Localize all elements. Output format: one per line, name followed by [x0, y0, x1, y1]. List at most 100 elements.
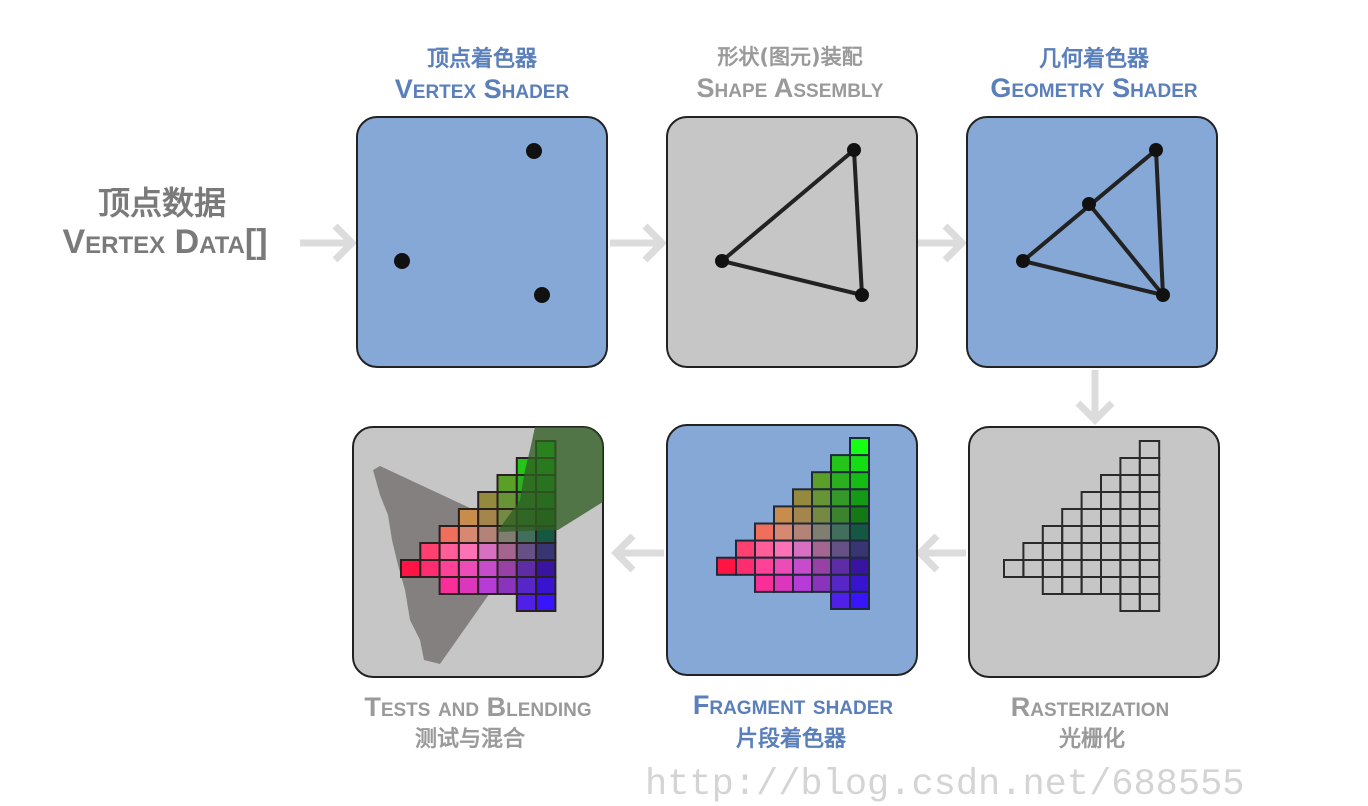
- fragment-cell: [496, 491, 518, 510]
- fragment-cell: [496, 576, 518, 595]
- fragment-cell: [773, 505, 794, 525]
- fragment-cell: [792, 505, 813, 525]
- fragment-cell: [773, 573, 794, 593]
- fragment-cell: [735, 556, 756, 576]
- fragment-cell: [849, 556, 870, 576]
- raster-cell: [1138, 593, 1161, 612]
- fragment-cell: [792, 488, 813, 508]
- fragment-cell: [477, 491, 499, 510]
- fragment-cell: [754, 573, 775, 593]
- fragment-cell: [811, 488, 832, 508]
- fragment-cell: [477, 559, 499, 578]
- fragment-cell: [457, 559, 480, 578]
- fragment-cell: [773, 556, 794, 576]
- fragment-cell: [830, 454, 851, 474]
- fragment-cell: [811, 573, 832, 593]
- fragment-cell: [830, 505, 851, 525]
- tests-blending-en-label: Tests and Blending: [364, 692, 591, 722]
- watermark: http://blog.csdn.net/688555: [645, 764, 1245, 806]
- rasterization-cn-label: 光栅化: [1058, 726, 1125, 752]
- fragment-cell: [515, 576, 538, 595]
- fragment-cell: [400, 559, 422, 578]
- geometry-shader-en-label: Geometry Shader: [990, 73, 1198, 103]
- fragment-cell: [811, 471, 832, 491]
- rasterization-en-label: Rasterization: [1011, 692, 1169, 722]
- arrow-left-icon: [611, 533, 664, 573]
- fragment-grid: [716, 437, 870, 611]
- fragment-cell: [811, 556, 832, 576]
- fragment-cell: [849, 437, 870, 457]
- fragment-cell: [754, 522, 775, 542]
- fragment-cell: [849, 454, 870, 474]
- fragment-cell: [830, 471, 851, 491]
- fragment-shader-en-label: Fragment shader: [693, 690, 894, 720]
- fragment-cell: [849, 539, 870, 559]
- fragment-cell: [477, 525, 499, 544]
- fragment-cell: [754, 556, 775, 576]
- arrow-left-icon: [915, 533, 966, 573]
- fragment-cell: [849, 505, 870, 525]
- shape-assembly-cn-label: 形状(图元)装配: [717, 45, 862, 69]
- fragment-cell: [792, 556, 813, 576]
- fragment-cell: [849, 471, 870, 491]
- fragment-cell: [515, 542, 538, 561]
- vertex-points: [394, 143, 550, 303]
- fragment-cell: [457, 576, 480, 595]
- fragment-cell: [457, 542, 480, 561]
- fragment-cell: [735, 539, 756, 559]
- fragment-cell: [792, 573, 813, 593]
- fragment-cell: [457, 525, 480, 544]
- fragment-cell: [830, 590, 851, 611]
- fragment-cell: [438, 576, 460, 595]
- arrow-right-icon: [918, 223, 967, 263]
- fragment-cell: [849, 522, 870, 542]
- vertex-point: [526, 143, 542, 159]
- fragment-cell: [535, 559, 557, 578]
- raster-grid: [1003, 440, 1161, 612]
- fragment-cell: [419, 559, 441, 578]
- vertex-shader-cn-label: 顶点着色器: [427, 46, 538, 72]
- fragment-cell: [849, 590, 870, 611]
- fragment-cell: [477, 542, 499, 561]
- fragment-shader-cn-label: 片段着色器: [736, 726, 847, 752]
- fragment-cell: [496, 559, 518, 578]
- fragment-cell: [849, 488, 870, 508]
- vertex-shader-panel: [356, 116, 608, 368]
- occluding-green-shape: [497, 427, 603, 532]
- tests-blending-cn-label: 测试与混合: [415, 726, 526, 752]
- tests-blending-content: [373, 427, 603, 664]
- fragment-cell: [535, 593, 557, 612]
- arrow-down-icon: [1075, 370, 1115, 425]
- fragment-cell: [438, 559, 460, 578]
- fragment-cell: [830, 539, 851, 559]
- arrows: [300, 223, 1115, 573]
- fragment-cell: [457, 508, 480, 527]
- fragment-cell: [830, 522, 851, 542]
- arrow-right-icon: [300, 223, 357, 263]
- fragment-cell: [535, 542, 557, 561]
- vertex-point: [534, 287, 550, 303]
- vertex-data-cn-label: 顶点数据: [98, 184, 226, 222]
- fragment-cell: [773, 539, 794, 559]
- shape-assembly-panel: [666, 116, 918, 368]
- fragment-cell: [792, 539, 813, 559]
- fragment-cell: [792, 522, 813, 542]
- fragment-cell: [830, 556, 851, 576]
- arrow-right-icon: [610, 223, 667, 263]
- geometry-shader-panel: [966, 116, 1218, 368]
- fragment-cell: [477, 508, 499, 527]
- fragment-cell: [716, 556, 737, 576]
- fragment-cell: [811, 505, 832, 525]
- fragment-cell: [438, 542, 460, 561]
- fragment-cell: [496, 542, 518, 561]
- fragment-cell: [830, 488, 851, 508]
- geometry-shader-cn-label: 几何着色器: [1039, 46, 1150, 72]
- fragment-cell: [515, 593, 538, 612]
- shape-assembly-en-label: Shape Assembly: [697, 73, 884, 103]
- fragment-cell: [773, 522, 794, 542]
- fragment-cell: [535, 576, 557, 595]
- vertex-point: [394, 253, 410, 269]
- fragment-cell: [754, 539, 775, 559]
